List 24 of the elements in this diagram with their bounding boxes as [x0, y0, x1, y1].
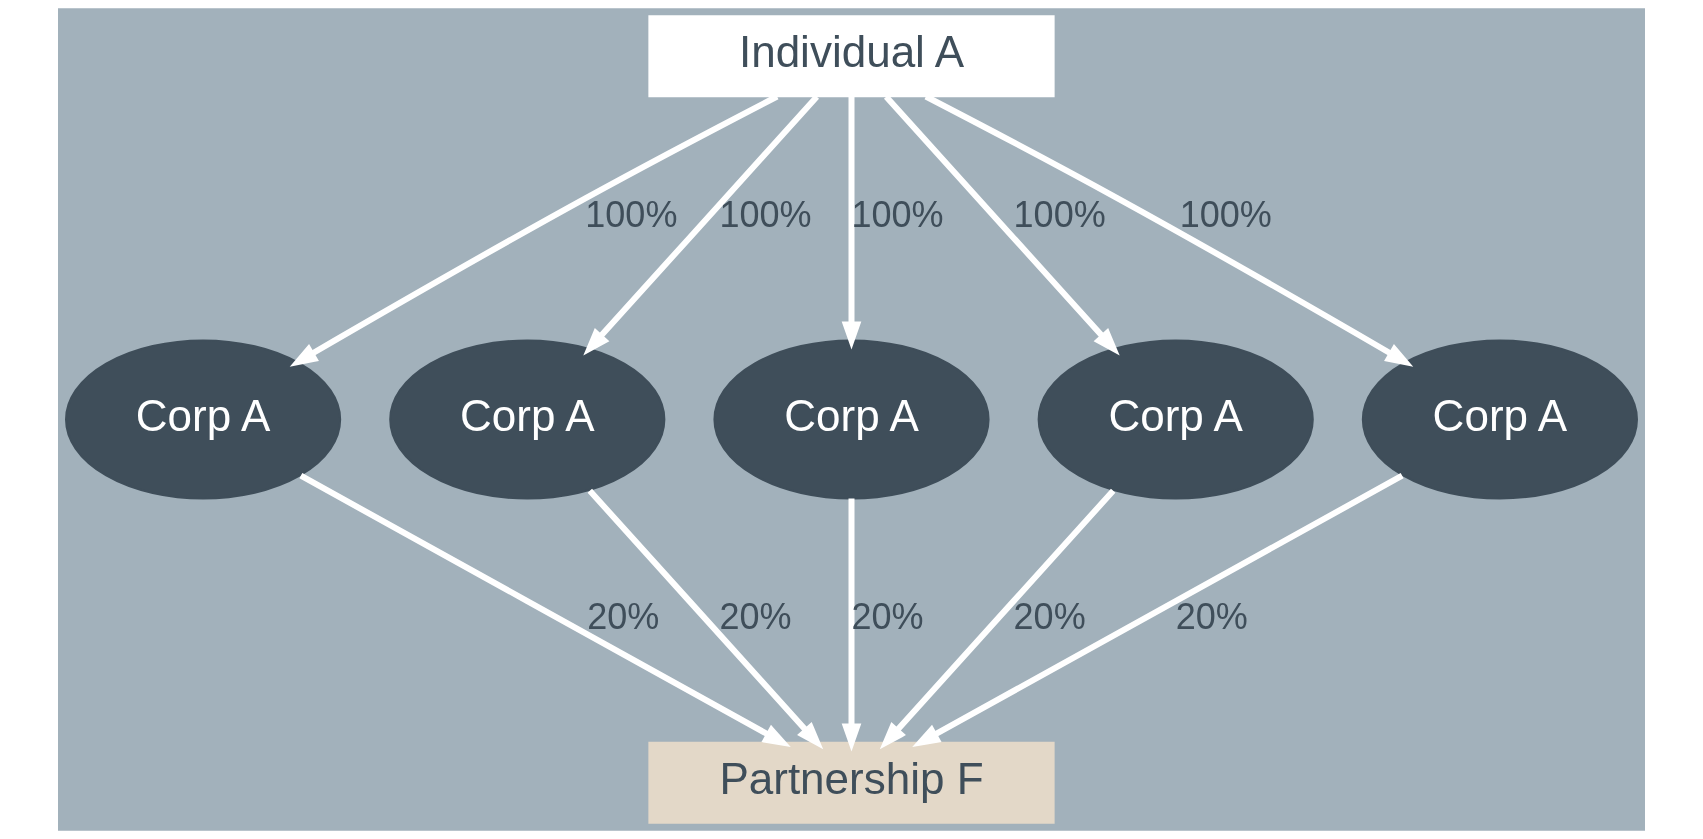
arrow [299, 473, 791, 748]
node-box: Individual A [648, 15, 1055, 98]
edge-label: 100% [1013, 194, 1106, 236]
arrow [583, 94, 820, 356]
arrow [912, 473, 1404, 748]
node-ellipse: Corp A [389, 339, 666, 500]
node-ellipse: Corp A [713, 339, 990, 500]
node-ellipse: Corp A [1361, 339, 1638, 500]
node-box: Partnership F [648, 741, 1055, 824]
edge-label: 20% [1013, 596, 1086, 638]
edge-label: 20% [1175, 596, 1248, 638]
arrow [841, 498, 862, 752]
edge-label: 100% [719, 194, 812, 236]
edge-label: 100% [851, 194, 944, 236]
edge-label: 100% [585, 194, 678, 236]
node-ellipse: Corp A [1037, 339, 1314, 500]
edge-label: 100% [1179, 194, 1272, 236]
edge-label: 20% [587, 596, 660, 638]
arrow [587, 488, 824, 750]
arrow [879, 488, 1116, 750]
edge-label: 20% [719, 596, 792, 638]
arrow [883, 94, 1120, 356]
node-ellipse: Corp A [65, 339, 342, 500]
arrow [841, 96, 862, 350]
